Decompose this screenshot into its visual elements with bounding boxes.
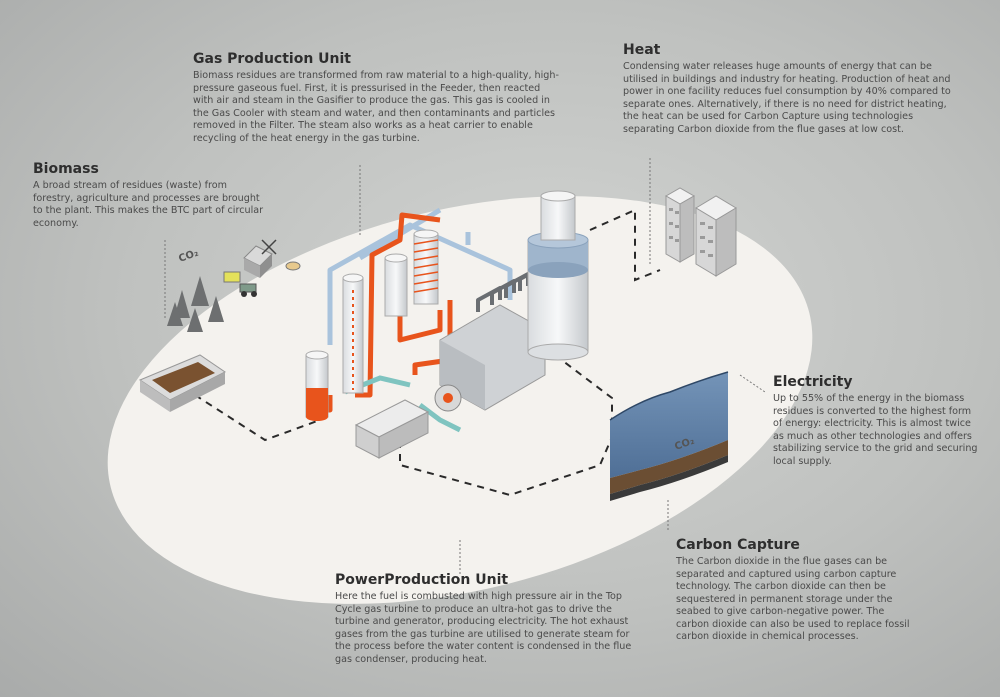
- heat-body: Condensing water releases huge amounts o…: [623, 61, 951, 135]
- section-gas-production: Gas Production Unit Biomass residues are…: [193, 51, 563, 145]
- hot-pipes: [315, 212, 453, 413]
- biomass-body: A broad stream of residues (waste) from …: [33, 180, 264, 229]
- electricity-title: Electricity: [773, 374, 853, 390]
- filter-vessel: [413, 229, 439, 305]
- feeder-tank: [305, 350, 329, 421]
- power-production-title: PowerProduction Unit: [335, 572, 509, 588]
- gas-turbine: [434, 304, 546, 412]
- seabed-storage-section: [609, 371, 729, 501]
- flue-gas-condenser-tower: [527, 190, 589, 361]
- section-biomass: Biomass A broad stream of residues (wast…: [33, 161, 269, 230]
- gasifier-column: [342, 273, 364, 394]
- biomass-pit: [138, 354, 226, 412]
- carbon-capture-body: The Carbon dioxide in the flue gases can…: [676, 556, 910, 642]
- farm-buildings: [223, 239, 301, 297]
- district-buildings: [664, 187, 737, 277]
- carbon-capture-title: Carbon Capture: [676, 537, 800, 553]
- electricity-body: Up to 55% of the energy in the biomass r…: [773, 393, 978, 467]
- gas-production-body: Biomass residues are transformed from ra…: [193, 70, 559, 144]
- co2-label-biomass: CO₂: [177, 248, 200, 265]
- section-heat: Heat Condensing water releases huge amou…: [623, 42, 958, 136]
- heat-title: Heat: [623, 42, 661, 58]
- gas-production-title: Gas Production Unit: [193, 51, 351, 67]
- power-production-body: Here the fuel is combusted with high pre…: [335, 591, 632, 665]
- section-electricity: Electricity Up to 55% of the energy in t…: [773, 374, 983, 468]
- compressor-unit: [354, 399, 430, 459]
- section-carbon-capture: Carbon Capture The Carbon dioxide in the…: [676, 537, 916, 644]
- gas-cooler: [384, 253, 408, 317]
- leader-lines: [164, 158, 766, 575]
- section-power-production: PowerProduction Unit Here the fuel is co…: [335, 572, 635, 666]
- biomass-title: Biomass: [33, 161, 99, 177]
- trees: [167, 276, 224, 332]
